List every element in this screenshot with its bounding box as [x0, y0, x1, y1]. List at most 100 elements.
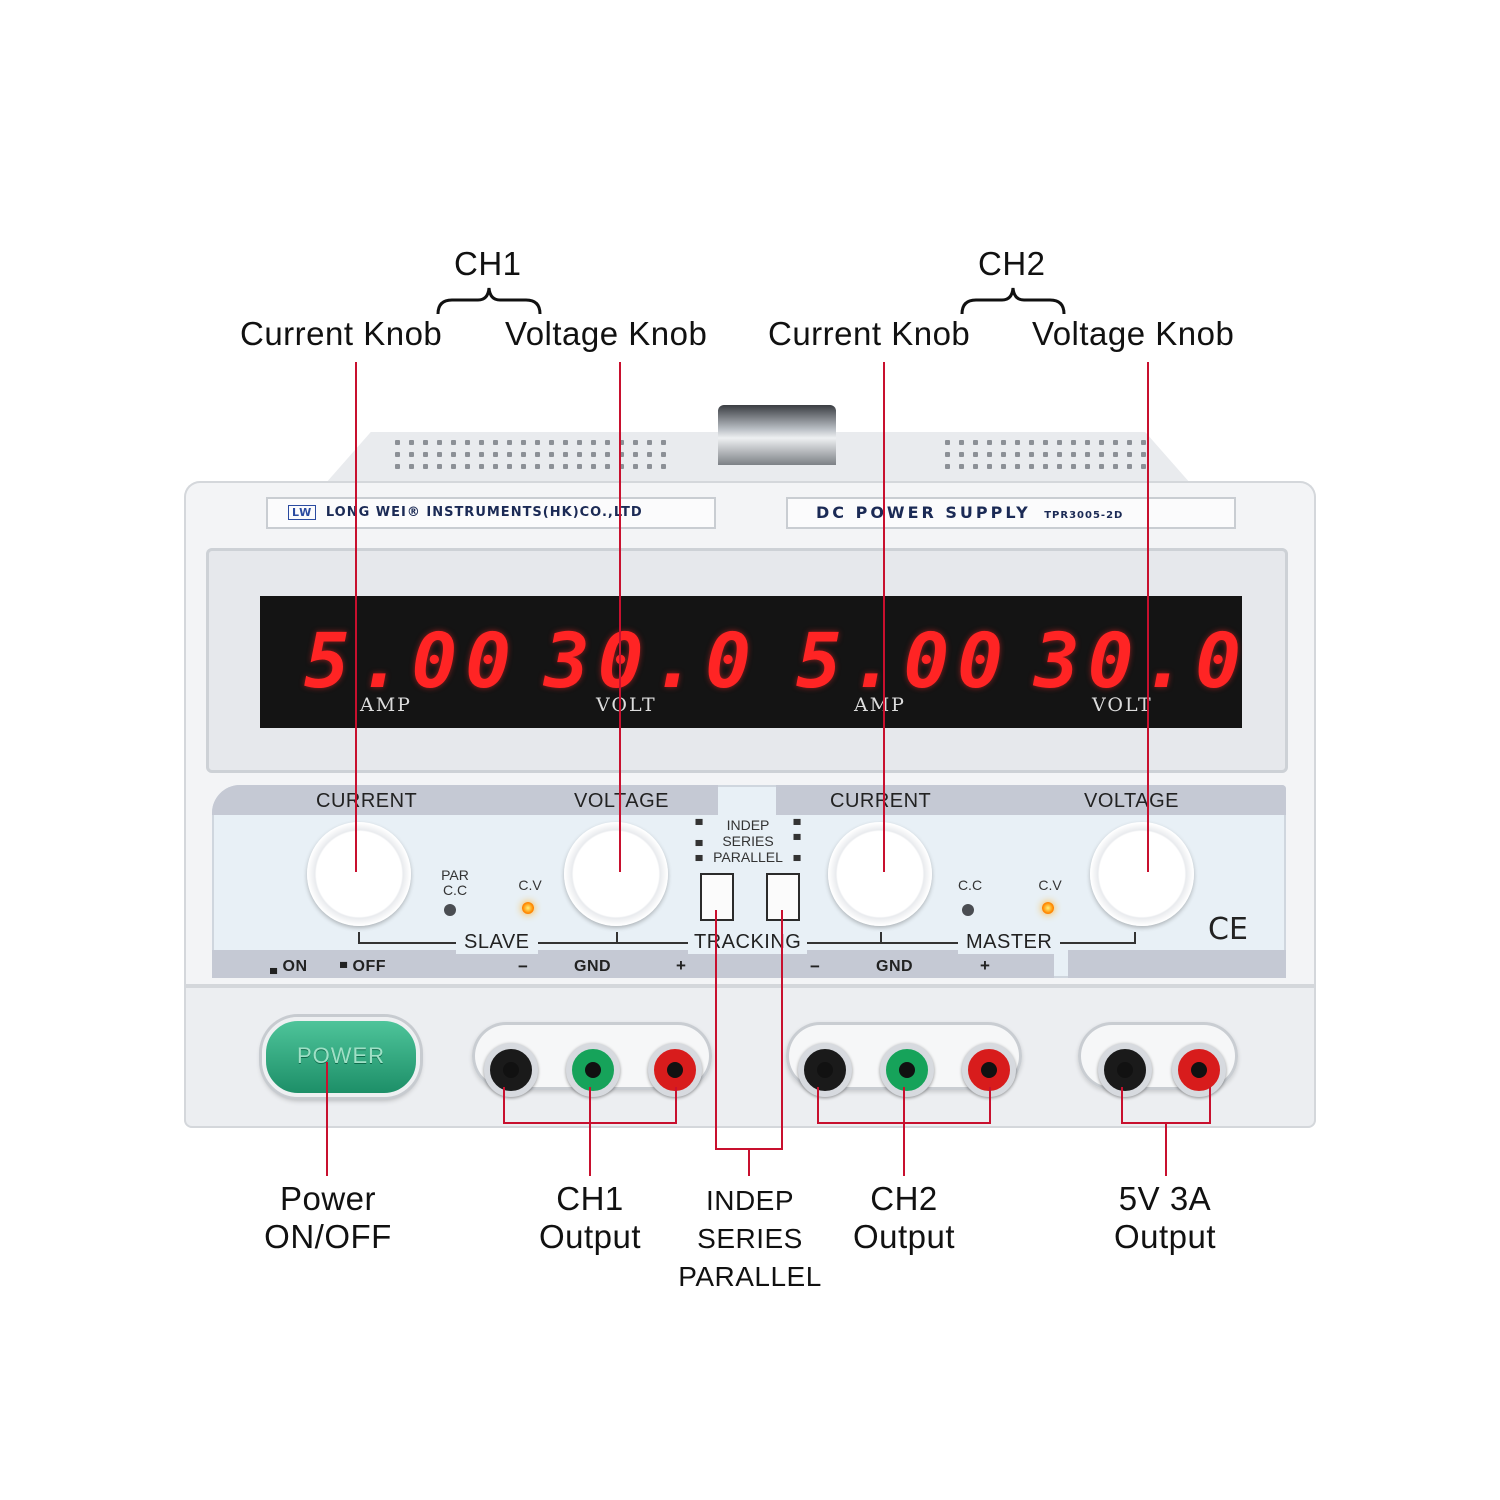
ch1-current-knob[interactable]	[307, 822, 411, 926]
aux-output-callout: 5V 3A Output	[1075, 1180, 1255, 1256]
ch1-current-knob-callout: Current Knob	[240, 315, 443, 352]
par-cc-led	[444, 904, 456, 916]
mode-indep-label: INDEP	[726, 817, 770, 833]
ch1-cv-label: C.V	[518, 877, 542, 893]
ch1-current-label: CURRENT	[316, 790, 418, 812]
mode-series-label: SERIES	[722, 833, 774, 849]
tracking-leader-left	[715, 910, 717, 1150]
aux-positive-terminal[interactable]	[1172, 1043, 1226, 1097]
slave-label: SLAVE	[456, 931, 538, 954]
ch1-voltage-unit: VOLT	[596, 694, 657, 716]
ch1-voltage-readout: 30.0	[544, 616, 760, 705]
ch2-header: CH2	[978, 245, 1046, 282]
aux-output-leader	[1165, 1122, 1167, 1176]
ch2-ground-terminal[interactable]	[880, 1043, 934, 1097]
panel-header-left	[212, 785, 718, 815]
power-off-glyph: ▀	[340, 963, 348, 974]
ch1-negative-terminal[interactable]	[484, 1043, 538, 1097]
tracking-button-left[interactable]	[700, 873, 734, 921]
ch2-minus-label: −	[810, 957, 821, 976]
control-panel	[212, 785, 1286, 978]
ch1-voltage-label: VOLTAGE	[574, 790, 670, 812]
aux-negative-terminal[interactable]	[1098, 1043, 1152, 1097]
mode-callout: INDEP SERIES PARALLEL	[660, 1182, 840, 1296]
ch2-plus-label: +	[980, 956, 991, 975]
ch2-voltage-label: VOLTAGE	[1084, 790, 1180, 812]
carry-handle[interactable]	[718, 405, 836, 465]
ch2-current-knob-callout: Current Knob	[768, 315, 971, 352]
ch2-brace	[960, 287, 1066, 315]
mode-callout-line1: INDEP	[705, 1185, 795, 1216]
power-callout-line2: ON/OFF	[264, 1218, 392, 1255]
ch2-bracket-mid	[903, 1087, 905, 1123]
mode-glyph-left: ▀▄▄	[695, 820, 703, 861]
ch2-current-knob[interactable]	[828, 822, 932, 926]
ch1-voltage-knob-callout: Voltage Knob	[505, 315, 708, 352]
ch2-voltage-unit: VOLT	[1092, 694, 1153, 716]
ch1-voltage-leader	[619, 362, 621, 872]
ch2-cv-led	[1042, 902, 1054, 914]
ch1-plus-label: +	[676, 956, 687, 975]
aux-output-line1: 5V 3A	[1118, 1180, 1212, 1217]
power-button[interactable]: POWER	[262, 1017, 420, 1097]
aux-bracket-right	[1209, 1087, 1211, 1123]
ch2-current-leader	[883, 362, 885, 872]
ch2-bracket-right	[989, 1087, 991, 1123]
brand-plate: LW LONG WEI® INSTRUMENTS(HK)CO.,LTD	[266, 497, 716, 529]
ch1-current-unit: AMP	[360, 694, 412, 716]
ce-mark: CE	[1208, 912, 1248, 947]
ch2-gnd-label: GND	[876, 958, 914, 975]
ch2-voltage-leader	[1147, 362, 1149, 872]
model-number: TPR3005-2D	[1044, 510, 1124, 521]
ch1-output-callout: CH1 Output	[500, 1180, 680, 1256]
tracking-leader-right	[781, 910, 783, 1150]
aux-bracket-left	[1121, 1087, 1123, 1123]
ch2-negative-terminal[interactable]	[798, 1043, 852, 1097]
ch1-current-leader	[355, 362, 357, 872]
panel-footer-left	[212, 950, 1054, 978]
ch2-output-line1: CH2	[870, 1180, 938, 1217]
mode-callout-line3: PARALLEL	[678, 1261, 822, 1292]
panel-footer-right	[1068, 950, 1286, 978]
ch1-minus-label: −	[518, 957, 529, 976]
vent-left	[395, 440, 666, 469]
product-name: DC POWER SUPPLY	[816, 503, 1031, 522]
ch2-cc-label: C.C	[957, 877, 983, 893]
ch1-ground-terminal[interactable]	[566, 1043, 620, 1097]
ch1-output-line1: CH1	[556, 1180, 624, 1217]
ch2-current-unit: AMP	[854, 694, 906, 716]
power-on-label: ▄ ON	[270, 958, 308, 976]
led-display: 5.00 AMP 30.0 VOLT 5.00 AMP 30.0 VOLT	[260, 596, 1242, 728]
rule-tick	[616, 932, 618, 942]
par-cc-label: PAR C.C	[430, 868, 480, 898]
ch1-gnd-label: GND	[574, 958, 612, 975]
ch1-brace	[436, 287, 542, 315]
brand-logo: LW	[288, 505, 317, 520]
ch1-voltage-knob[interactable]	[564, 822, 668, 926]
ch2-cc-led	[962, 904, 974, 916]
par-cc-line2: C.C	[442, 882, 468, 898]
ch2-voltage-readout: 30.0	[1034, 616, 1250, 705]
power-callout: Power ON/OFF	[228, 1180, 428, 1256]
ch1-output-leader	[589, 1122, 591, 1176]
power-off-label: ▀ OFF	[340, 958, 386, 976]
ch1-bracket-right	[675, 1087, 677, 1123]
tracking-label: TRACKING	[688, 931, 808, 954]
power-leader	[326, 1062, 328, 1176]
vent-right	[945, 440, 1146, 469]
power-button-label: POWER	[296, 1043, 386, 1068]
ch1-current-readout: 5.00	[304, 616, 520, 705]
par-cc-line1: PAR	[441, 867, 469, 883]
aux-output-line2: Output	[1113, 1218, 1217, 1255]
ch2-voltage-knob-callout: Voltage Knob	[1032, 315, 1235, 352]
tracking-button-right[interactable]	[766, 873, 800, 921]
ch2-voltage-knob[interactable]	[1090, 822, 1194, 926]
power-off-text: OFF	[352, 958, 387, 975]
power-on-text: ON	[282, 958, 308, 975]
product-plate: DC POWER SUPPLY TPR3005-2D	[786, 497, 1236, 529]
rule-tick	[1134, 932, 1136, 942]
ch1-bracket-left	[503, 1087, 505, 1123]
mode-callout-line2: SERIES	[697, 1223, 803, 1254]
rule-tick	[880, 932, 882, 942]
ch2-output-leader	[903, 1122, 905, 1176]
